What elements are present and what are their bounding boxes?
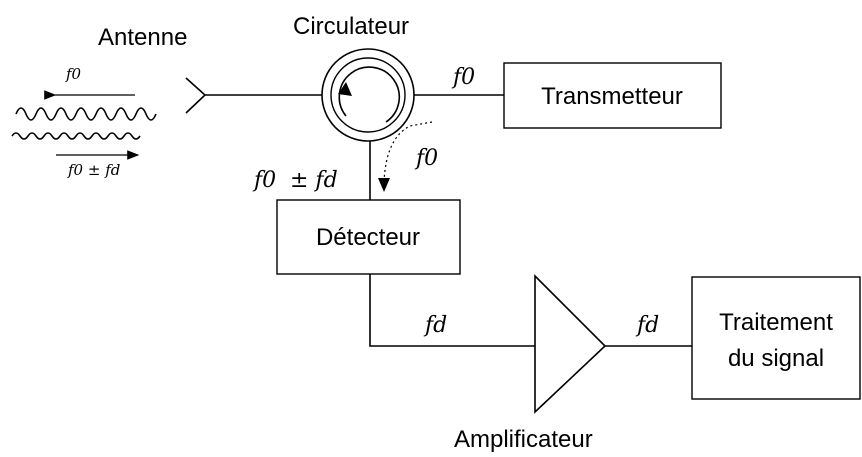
detector-label: Détecteur [316,224,420,251]
wave-tx-curve [15,107,157,121]
freq-to-detector-a: f0 [252,168,276,193]
circulator-rotation-arrow [338,66,401,123]
freq-amp-to-processing: fd [635,313,659,338]
antenna-symbol [185,77,207,114]
circulator-arrowhead [338,82,352,96]
amplifier-symbol [534,274,607,414]
transmitter-block [503,62,722,129]
leak-arrowhead [378,178,390,192]
freq-to-transmitter: f0 [451,65,475,90]
detector-to-amplifier-line [369,274,535,347]
circulator-symbol [321,48,415,142]
freq-to-detector-b: ± fd [290,168,338,193]
signal-processing-block [691,276,861,400]
transmitter-label: Transmetteur [541,83,683,110]
wave-rx-label: f0 ± fd [67,161,120,179]
freq-detector-to-amp: fd [423,313,447,338]
processing-label-line2: du signal [728,345,824,372]
wave-rx-curve [11,132,141,140]
wave-tx-label: f0 [65,65,82,83]
antenna-label: Antenne [98,24,187,51]
freq-leak: f0 [414,146,438,171]
circulator-label: Circulateur [293,13,409,40]
processing-label-line1: Traitement [719,309,833,336]
detector-block [276,199,461,275]
wave-signals: f0 f0 ± fd [11,65,157,179]
leak-path [383,121,433,183]
amplifier-label: Amplificateur [454,426,593,453]
